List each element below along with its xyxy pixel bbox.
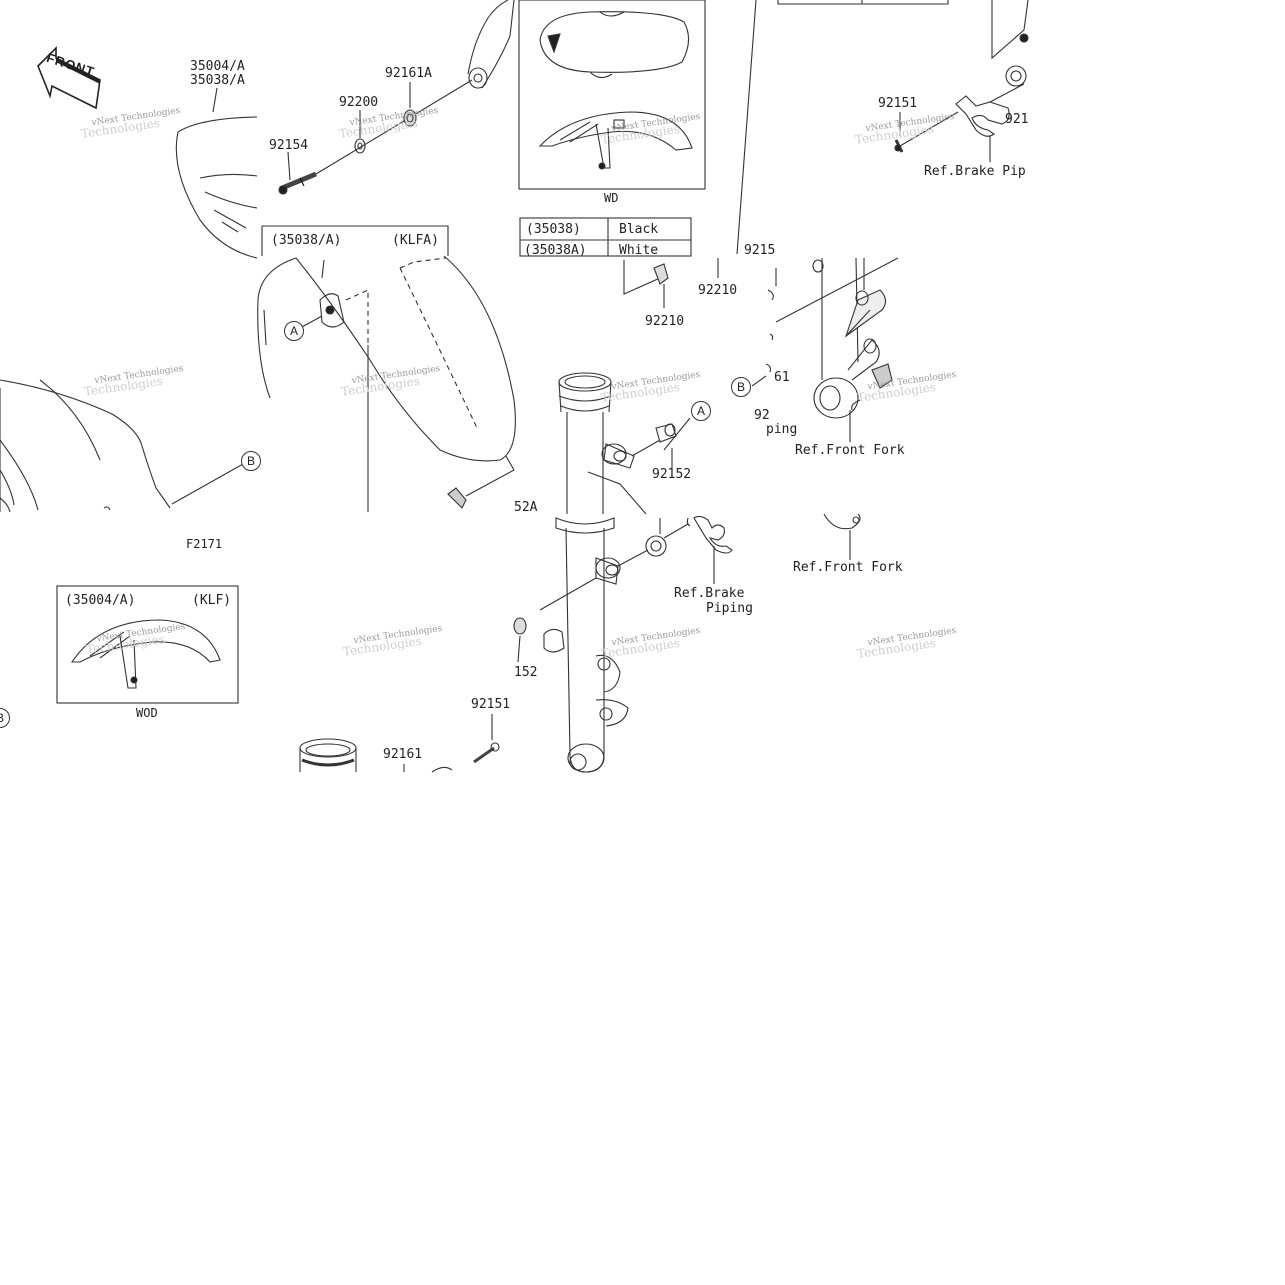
label-wd: WD [604, 191, 619, 205]
label-52A: 52A [514, 500, 538, 515]
wd-fender-top-view [539, 11, 690, 79]
wd-fender-side-view [538, 111, 693, 170]
callout-b-left: B [241, 451, 261, 471]
brake-clamp-lower-icon [686, 515, 733, 554]
front-wheel-shape [0, 379, 171, 513]
label-92210-a: 92210 [698, 283, 738, 298]
color-table-grid [519, 217, 692, 257]
label-f2171: F2171 [186, 537, 223, 551]
fork-stay-top-shape [467, 0, 515, 89]
label-92151-bottom: 92151 [471, 697, 511, 712]
label-ref-brake-piping-1: Ref.Brake [674, 586, 745, 601]
label-152: 152 [514, 665, 538, 680]
label-92151-top: 92151 [878, 96, 918, 111]
label-92154: 92154 [269, 138, 309, 153]
fork-seal-collar-icon [299, 738, 357, 772]
inset-klfa-variant: (KLFA) [392, 233, 439, 248]
color-table-color-1: Black [619, 222, 659, 237]
label-921-top: 921 [1005, 112, 1029, 127]
label-ref-brake-pip: Ref.Brake Pip [924, 164, 1026, 179]
label-wod: WOD [136, 706, 158, 720]
front-fender-shape [175, 116, 258, 259]
bolt-152-icon [513, 617, 527, 635]
label-92161-bottom: 92161 [383, 747, 423, 762]
bolt-92151-icon [473, 742, 500, 764]
label-92210-b: 92210 [645, 314, 685, 329]
callout-b-right: B [731, 377, 751, 397]
inset-klf-code: (35004/A) [65, 593, 136, 608]
label-35038: 35038/A [190, 73, 245, 88]
label-ref-brake-piping-2: Piping [706, 601, 753, 616]
inset-klf-variant: (KLF) [192, 593, 232, 608]
bolt-92154-icon [278, 171, 317, 195]
label-ref-front-fork-1: Ref.Front Fork [795, 443, 905, 458]
klfa-fender-shape [257, 255, 516, 462]
label-ping: ping [766, 422, 798, 437]
callout-a-left: A [284, 321, 304, 341]
label-9215-mid: 9215 [744, 243, 776, 258]
washer-92200-icon [354, 138, 366, 154]
label-92200: 92200 [339, 95, 379, 110]
klf-fender-shape [70, 619, 221, 689]
front-direction-arrow-icon [37, 46, 101, 110]
left-fork-leg-shape [543, 372, 635, 773]
color-table-code-1: (35038) [526, 222, 581, 237]
right-fork-leg-shape [775, 257, 899, 419]
label-92161A: 92161A [385, 66, 432, 81]
label-ref-front-fork-2: Ref.Front Fork [793, 560, 903, 575]
brake-hose-clamp-icon [955, 83, 1025, 137]
inset-klfa-code: (35038/A) [271, 233, 342, 248]
label-61: 61 [774, 370, 790, 385]
callout-a-right: A [691, 401, 711, 421]
color-table-code-2: (35038A) [524, 243, 587, 258]
collar-lower-icon [645, 535, 667, 557]
bolt-92152-icon [655, 423, 677, 443]
label-92-mid: 92 [754, 408, 770, 423]
label-35004: 35004/A [190, 59, 245, 74]
collar-92161A-icon [403, 109, 417, 127]
color-table-color-2: White [619, 243, 659, 258]
label-92152: 92152 [652, 467, 692, 482]
